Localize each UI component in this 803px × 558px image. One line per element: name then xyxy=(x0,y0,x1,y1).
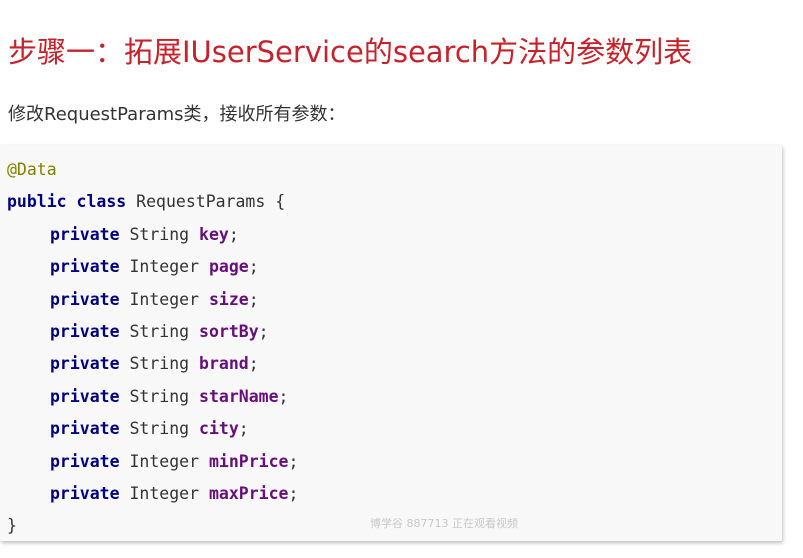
field-semicolon: ; xyxy=(248,354,259,374)
field-name: size xyxy=(208,289,249,309)
field-modifier: private xyxy=(50,483,120,503)
field-modifier: private xyxy=(50,386,120,406)
field-line: private String starName; xyxy=(7,381,298,413)
open-brace: { xyxy=(275,192,286,212)
field-modifier: private xyxy=(50,289,120,309)
field-type: Integer xyxy=(129,483,200,503)
field-name: brand xyxy=(199,354,249,374)
field-semicolon: ; xyxy=(238,419,249,439)
annotation-token: @Data xyxy=(7,160,57,179)
field-semicolon: ; xyxy=(228,224,239,244)
field-line: private Integer minPrice; xyxy=(7,446,298,478)
field-type: Integer xyxy=(129,451,200,471)
field-type: Integer xyxy=(129,257,200,277)
field-type: String xyxy=(129,224,190,244)
field-line: private String city; xyxy=(7,413,298,445)
close-brace: } xyxy=(7,516,17,536)
field-semicolon: ; xyxy=(288,451,299,471)
field-name: starName xyxy=(199,386,279,406)
field-type: String xyxy=(129,419,190,439)
code-line-annotation: @Data xyxy=(7,154,298,186)
video-watermark: 博学谷 887713 正在观看视频 xyxy=(370,517,518,530)
field-modifier: private xyxy=(50,257,120,277)
field-semicolon: ; xyxy=(278,386,289,406)
code-line-class-declaration: public class RequestParams { xyxy=(7,186,298,218)
field-type: Integer xyxy=(129,289,200,309)
field-semicolon: ; xyxy=(248,289,259,309)
field-modifier: private xyxy=(50,419,120,439)
field-name: maxPrice xyxy=(208,483,289,503)
description-text: 修改RequestParams类，接收所有参数： xyxy=(8,104,346,125)
field-line: private String sortBy; xyxy=(7,316,298,348)
field-name: sortBy xyxy=(199,321,259,341)
field-modifier: private xyxy=(50,354,120,374)
class-name: RequestParams xyxy=(136,192,266,212)
field-type: String xyxy=(129,354,190,374)
page-title: 步骤一：拓展IUserService的search方法的参数列表 xyxy=(8,35,693,69)
field-line: private Integer page; xyxy=(7,251,298,283)
field-name: key xyxy=(199,224,229,244)
field-line: private Integer maxPrice; xyxy=(7,478,298,510)
code-block: @Data public class RequestParams { priva… xyxy=(0,145,782,541)
code-line-close: } xyxy=(7,510,298,541)
field-name: city xyxy=(199,419,239,439)
field-modifier: private xyxy=(50,321,120,341)
field-type: String xyxy=(129,386,190,406)
field-line: private String brand; xyxy=(7,348,298,380)
field-type: String xyxy=(129,321,190,341)
field-semicolon: ; xyxy=(288,483,299,503)
field-modifier: private xyxy=(50,224,120,244)
field-line: private Integer size; xyxy=(7,284,298,316)
field-name: minPrice xyxy=(208,451,289,471)
field-semicolon: ; xyxy=(258,321,269,341)
keyword-class: class xyxy=(76,192,127,212)
field-semicolon: ; xyxy=(248,257,259,277)
field-name: page xyxy=(208,257,249,277)
field-modifier: private xyxy=(50,451,120,471)
code-lines: @Data public class RequestParams { priva… xyxy=(7,154,298,541)
field-line: private String key; xyxy=(7,219,298,251)
keyword-public: public xyxy=(7,192,67,212)
